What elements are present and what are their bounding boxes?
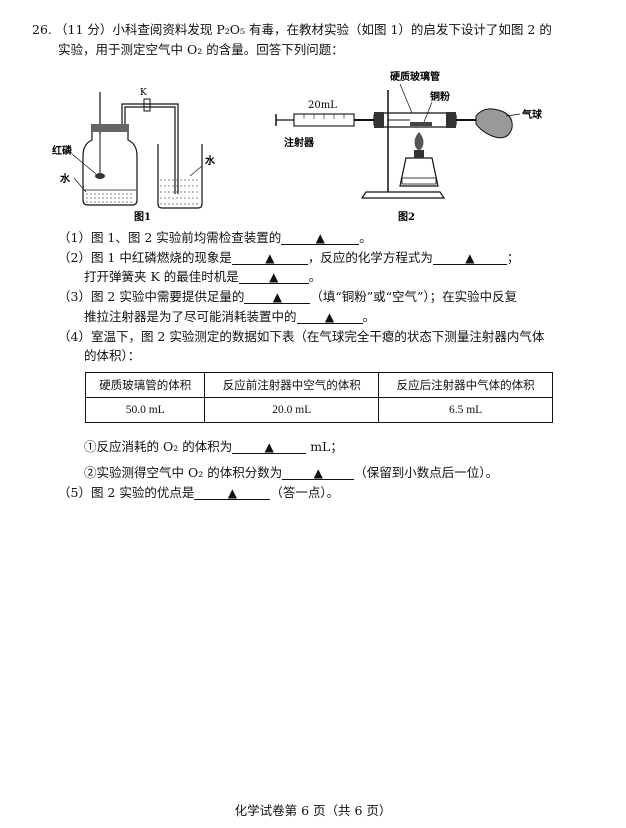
answer-blank-1[interactable]: ▲ xyxy=(281,230,360,245)
glass-tube-label: 硬质玻璃管 xyxy=(390,70,440,83)
answer-blank-5[interactable]: ▲ xyxy=(194,485,271,500)
answer-marker: ▲ xyxy=(465,251,475,265)
beaker-water xyxy=(160,179,200,205)
water-label-right: 水 xyxy=(204,154,216,167)
figure-2-apparatus: 20mL 注射器 硬质玻璃管 铜粉 气球 图2 xyxy=(275,70,543,223)
answer-blank-2b[interactable]: ▲ xyxy=(432,250,507,265)
balloon-label: 气球 xyxy=(521,108,543,121)
question-stem-line2: 实验，用于测定空气中 O₂ 的含量。回答下列问题： xyxy=(58,42,344,57)
part-5-text: （5）图 2 实验的优点是 xyxy=(58,485,195,500)
part-3-text: （3）图 2 实验中需要提供足量的 xyxy=(58,289,245,304)
part-4d-text: ②实验测得空气中 O₂ 的体积分数为 xyxy=(84,465,283,480)
part-4-sub2: ②实验测得空气中 O₂ 的体积分数为 ▲ （保留到小数点后一位）。 xyxy=(84,465,498,481)
part-3-line1: （3）图 2 实验中需要提供足量的 ▲ （填“铜粉”或“空气”）；在实验中反复 xyxy=(58,289,517,305)
part-1: （1）图 1、图 2 实验前均需检查装置的 ▲ 。 xyxy=(58,230,372,246)
answer-marker: ▲ xyxy=(324,310,335,324)
part-1-text: （1）图 1、图 2 实验前均需检查装置的 xyxy=(58,230,282,245)
part-2-line2: 打开弹簧夹 K 的最佳时机是 ▲ 。 xyxy=(84,269,321,285)
part-4c-unit: mL； xyxy=(310,439,343,454)
table-header-cell: 反应前注射器中空气的体积 xyxy=(204,372,380,398)
part-5-post: （答一点）。 xyxy=(270,485,340,500)
part-2b-text: 打开弹簧夹 K 的最佳时机是 xyxy=(84,269,239,284)
part-3-line2: 推拉注射器是为了尽可能消耗装置中的 ▲ 。 xyxy=(84,309,375,325)
table-cell: 50.0 mL xyxy=(84,397,206,423)
iron-stand-base xyxy=(360,191,446,199)
table-header-cell: 硬质玻璃管的体积 xyxy=(84,372,206,398)
answer-marker: ▲ xyxy=(227,486,237,500)
part-1-end: 。 xyxy=(359,230,372,245)
part-3b-end: 。 xyxy=(362,309,376,324)
answer-marker: ▲ xyxy=(264,440,274,454)
part-2-text: （2）图 1 中红磷燃烧的现象是 xyxy=(58,250,232,265)
answer-blank-3b[interactable]: ▲ xyxy=(296,309,363,324)
clamp-label: K xyxy=(140,88,147,98)
red-phosphorus-label: 红磷 xyxy=(52,144,73,157)
answer-marker: ▲ xyxy=(265,251,275,265)
part-4-sub1: ①反应消耗的 O₂ 的体积为 ▲ mL； xyxy=(84,439,343,455)
answer-blank-2a[interactable]: ▲ xyxy=(231,250,308,265)
copper-label: 铜粉 xyxy=(430,90,450,103)
part-5: （5）图 2 实验的优点是 ▲ （答一点）。 xyxy=(58,485,339,501)
copper-powder xyxy=(410,122,432,126)
part-4d-post: （保留到小数点后一位）。 xyxy=(354,465,498,480)
volume-label: 20mL xyxy=(308,100,337,111)
glass-tube xyxy=(121,103,179,194)
figure-1-caption: 图1 xyxy=(134,211,151,223)
red-phosphorus xyxy=(95,173,105,179)
answer-marker: ▲ xyxy=(269,270,279,284)
part-4c-text: ①反应消耗的 O₂ 的体积为 xyxy=(84,439,233,454)
part-2-line1: （2）图 1 中红磷燃烧的现象是 ▲ ，反应的化学方程式为 ▲ ； xyxy=(58,250,519,266)
table-header-row: 硬质玻璃管的体积 反应前注射器中空气的体积 反应后注射器中气体的体积 xyxy=(84,372,553,398)
answer-blank-4b[interactable]: ▲ xyxy=(282,465,355,480)
part-4-line2: 的体积）： xyxy=(84,348,141,363)
beaker xyxy=(157,144,203,209)
answer-marker: ▲ xyxy=(315,231,325,245)
flame xyxy=(414,132,424,150)
table-cell: 6.5 mL xyxy=(378,397,553,423)
bottle-water xyxy=(86,193,134,203)
rubber-stopper xyxy=(91,124,129,132)
answer-blank-4a[interactable]: ▲ xyxy=(232,439,307,454)
answer-marker: ▲ xyxy=(313,466,323,480)
figure-1-apparatus: K 红磷 水 水 图1 xyxy=(52,88,216,223)
spring-clamp xyxy=(143,98,151,112)
part-2-end: ； xyxy=(506,250,520,265)
balloon xyxy=(475,108,513,139)
collecting-bottle xyxy=(82,129,138,206)
table-header-cell: 反应后注射器中气体的体积 xyxy=(378,372,553,398)
water-label-left: 水 xyxy=(59,172,71,185)
part-2-mid: ，反应的化学方程式为 xyxy=(307,250,433,265)
part-3b-text: 推拉注射器是为了尽可能消耗装置中的 xyxy=(84,309,297,324)
part-3-post: （填“铜粉”或“空气”）；在实验中反复 xyxy=(310,289,518,304)
answer-blank-2c[interactable]: ▲ xyxy=(238,269,309,284)
page-footer: 化学试卷第 6 页（共 6 页） xyxy=(234,803,392,818)
question-stem-line1: （11 分）小科查阅资料发现 P₂O₅ 有毒，在教材实验（如图 1）的启发下设计… xyxy=(55,22,552,37)
syringe-label: 注射器 xyxy=(284,136,315,149)
data-table: 硬质玻璃管的体积 反应前注射器中空气的体积 反应后注射器中气体的体积 50.0 … xyxy=(84,372,553,423)
answer-blank-3a[interactable]: ▲ xyxy=(244,289,311,304)
figure-2-caption: 图2 xyxy=(398,211,415,223)
question-number: 26. xyxy=(32,22,52,37)
alcohol-lamp xyxy=(399,157,439,187)
table-row: 50.0 mL 20.0 mL 6.5 mL xyxy=(84,397,553,423)
part-2b-end: 。 xyxy=(308,269,322,284)
answer-marker: ▲ xyxy=(272,290,282,304)
table-cell: 20.0 mL xyxy=(204,397,380,423)
part-4-line1: （4）室温下，图 2 实验测定的数据如下表（在气球完全干瘪的状态下测量注射器内气… xyxy=(58,329,545,344)
